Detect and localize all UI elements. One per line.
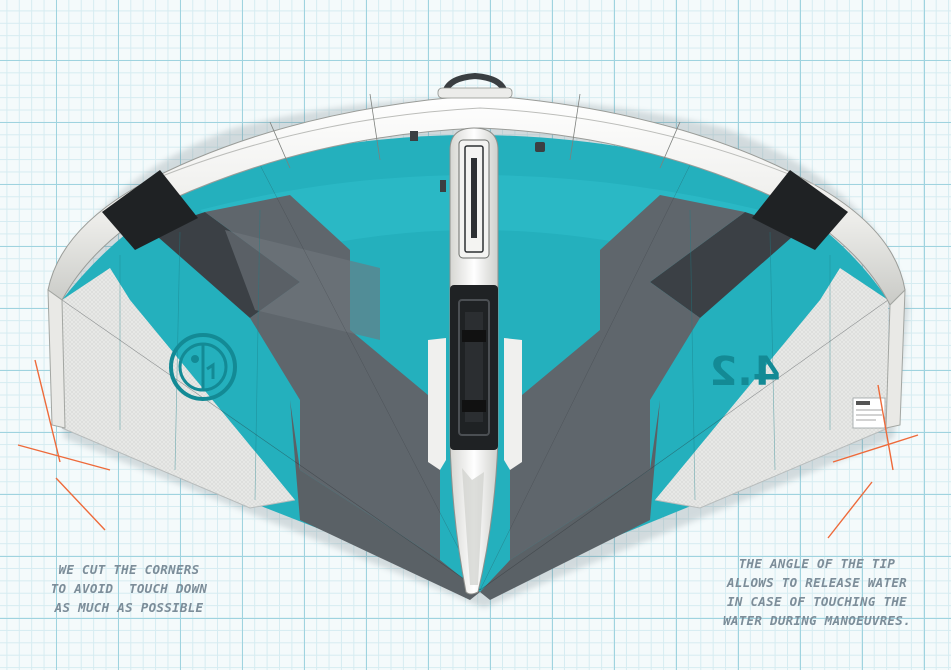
- canopy-panel-right-grey: [510, 195, 745, 560]
- leading-edge-band-left: [102, 170, 198, 250]
- canopy-panel-left-grey: [205, 195, 440, 560]
- canopy-panel-right-dark: [650, 212, 800, 318]
- annotation-lines-right: [827, 384, 919, 539]
- annotation-lines-left: [17, 359, 111, 531]
- size-label: 4.2: [710, 349, 781, 395]
- annotation-right-text: THE ANGLE OF THE TIP ALLOWS TO RELEASE W…: [723, 556, 911, 628]
- spec-sticker: [852, 397, 886, 429]
- leading-edge-band-right: [752, 170, 848, 250]
- brand-logo-icon: [169, 333, 237, 401]
- annotation-left-text: WE CUT THE CORNERS TO AVOID TOUCH DOWN A…: [50, 562, 208, 615]
- center-strut: [449, 127, 499, 595]
- top-handle: [437, 72, 513, 99]
